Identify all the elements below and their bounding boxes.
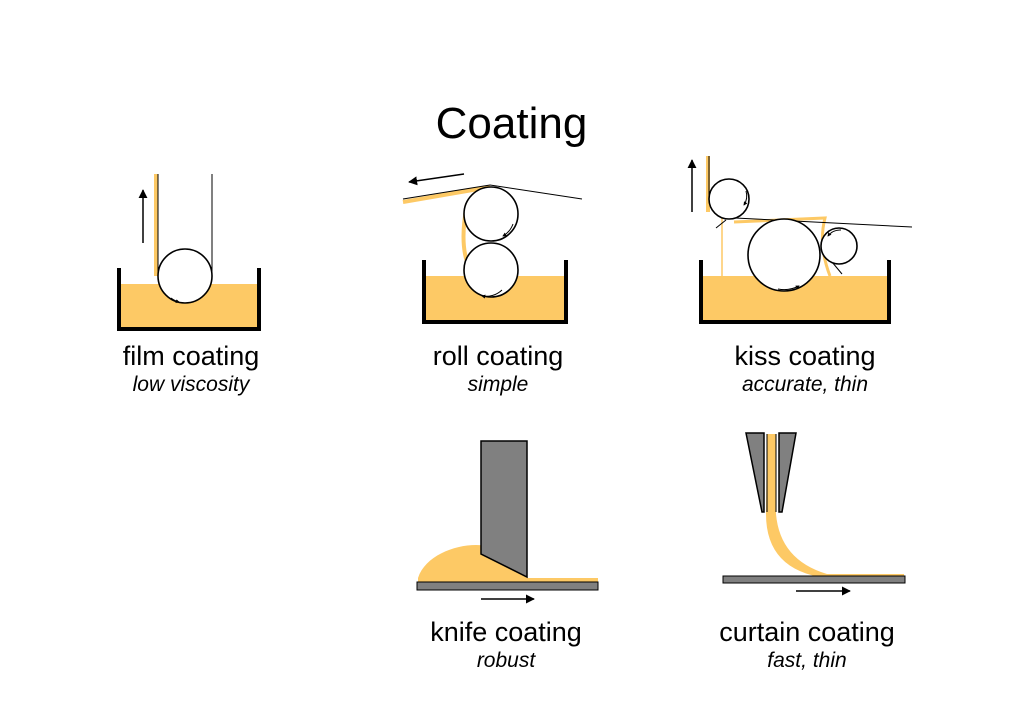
pickup-roller (463, 242, 519, 298)
roll-coating-caption: roll coating simple (378, 340, 618, 398)
rotation-arrow (502, 223, 514, 237)
method-name: film coating (122, 341, 260, 371)
film-coating-caption: film coating low viscosity (71, 340, 311, 398)
roll-coating-illustration (402, 173, 583, 324)
method-note: robust (476, 649, 536, 672)
method-name: curtain coating (719, 617, 895, 647)
film-coating-illustration (117, 174, 261, 331)
coated-web-layer (402, 185, 491, 204)
knife-blade (480, 440, 528, 579)
knife-coating-illustration (416, 440, 599, 604)
kiss-coating-illustration (687, 156, 913, 324)
web-direction-arrow (408, 173, 465, 186)
knife-coating-caption: knife coating robust (386, 616, 626, 674)
method-name: knife coating (430, 617, 582, 647)
rotation-arrow (170, 297, 180, 304)
backing-roller (708, 178, 750, 220)
web-guide-line (715, 219, 727, 229)
substrate-plate (416, 581, 599, 591)
method-note: simple (467, 373, 529, 396)
coating-bath-tank (422, 260, 568, 324)
rotation-arrow (743, 190, 748, 206)
applicator-roller (747, 218, 821, 292)
guide-roller (157, 248, 213, 304)
rotation-arrow (777, 285, 800, 291)
page-title: Coating (435, 99, 588, 148)
rotation-arrow (827, 229, 842, 237)
method-note: low viscosity (132, 373, 250, 396)
curtain-coating-caption: curtain coating fast, thin (687, 616, 927, 674)
nozzle-left-lip (745, 432, 765, 513)
substrate-web (402, 184, 583, 200)
applicator-roller (463, 186, 519, 242)
method-name: kiss coating (734, 341, 876, 371)
metering-roller (820, 227, 858, 265)
coating-bath-tank (699, 260, 891, 324)
kiss-coating-caption: kiss coating accurate, thin (685, 340, 925, 398)
coating-bath-tank (117, 268, 261, 331)
rotation-arrow (481, 289, 503, 299)
method-note: fast, thin (767, 649, 847, 672)
method-note: accurate, thin (741, 373, 869, 396)
nozzle-right-lip (778, 432, 797, 513)
substrate-plate (722, 575, 906, 584)
curtain-coating-illustration (722, 432, 906, 596)
method-name: roll coating (432, 341, 564, 371)
